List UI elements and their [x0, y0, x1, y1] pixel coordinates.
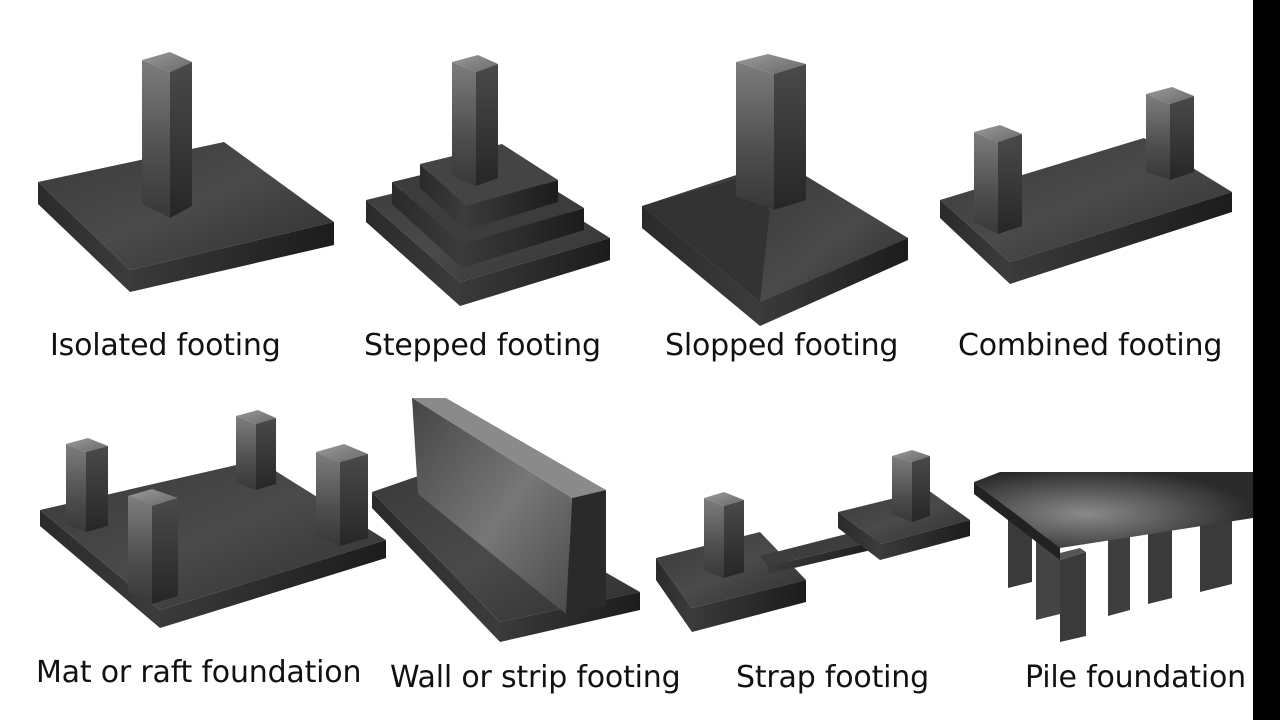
isolated-footing-figure: [38, 52, 334, 292]
left-margin: [0, 0, 22, 720]
label-strap-footing: Strap footing: [736, 660, 929, 695]
slopped-footing-figure: [642, 54, 908, 326]
label-isolated-footing: Isolated footing: [50, 328, 281, 363]
right-edge-bar: [1253, 0, 1280, 720]
label-stepped-footing: Stepped footing: [364, 328, 601, 363]
mat-foundation-figure: [40, 410, 386, 628]
pile-foundation-figure: [974, 472, 1253, 642]
label-mat-foundation: Mat or raft foundation: [36, 655, 362, 690]
strap-footing-figure: [656, 450, 970, 632]
stepped-footing-figure: [366, 55, 610, 306]
label-slopped-footing: Slopped footing: [665, 328, 899, 363]
combined-footing-figure: [940, 87, 1232, 284]
label-combined-footing: Combined footing: [958, 328, 1223, 363]
wall-footing-figure: [372, 398, 640, 642]
label-pile-foundation: Pile foundation: [1025, 660, 1246, 695]
label-wall-footing: Wall or strip footing: [390, 660, 681, 695]
